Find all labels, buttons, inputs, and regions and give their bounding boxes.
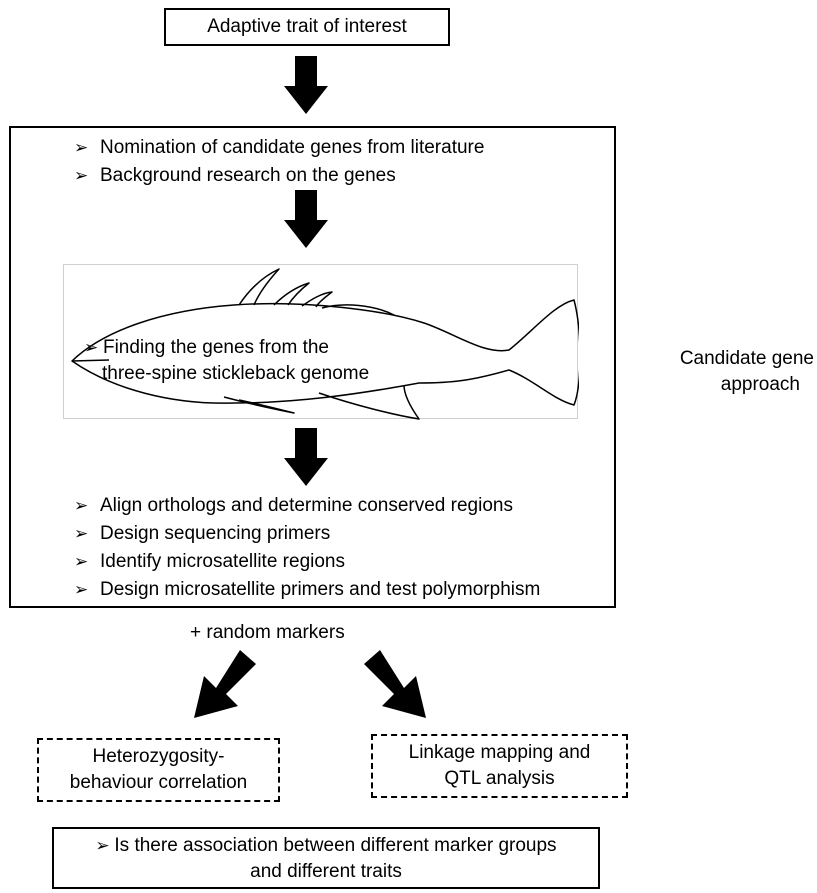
down-arrow-icon — [284, 428, 328, 486]
down-right-arrow-icon — [364, 650, 426, 718]
list-item: ➢Design microsatellite primers and test … — [70, 576, 540, 604]
arrowhead-bullet-icon: ➢ — [74, 166, 89, 185]
arrowhead-bullet-icon: ➢ — [84, 338, 103, 357]
association-line2: and different traits — [250, 861, 402, 882]
down-arrow-icon — [284, 190, 328, 248]
down-arrow-icon — [284, 56, 328, 114]
list-item: ➢Background research on the genes — [70, 162, 484, 190]
arrowhead-bullet-icon: ➢ — [74, 580, 89, 599]
adaptive-trait-label: Adaptive trait of interest — [207, 16, 407, 37]
random-markers-label: + random markers — [190, 622, 345, 643]
heterozygosity-line1: Heterozygosity- — [92, 746, 225, 767]
arrowhead-bullet-icon: ➢ — [74, 524, 89, 543]
linkage-line2: QTL analysis — [444, 768, 555, 789]
list-item: ➢Identify microsatellite regions — [70, 548, 540, 576]
arrowhead-bullet-icon: ➢ — [74, 496, 89, 515]
association-box: ➢ Is there association between different… — [52, 827, 600, 889]
candidate-gene-approach-label: Candidate gene approach — [666, 346, 814, 398]
list-item: ➢Nomination of candidate genes from lite… — [70, 134, 484, 162]
fish-panel-line2: three-spine stickleback genome — [102, 363, 370, 384]
arrowhead-bullet-icon: ➢ — [95, 836, 115, 855]
stickleback-fish-illustration — [71, 268, 579, 420]
arrowhead-bullet-icon: ➢ — [74, 138, 89, 157]
list-item: ➢Design sequencing primers — [70, 520, 540, 548]
arrowhead-bullet-icon: ➢ — [74, 552, 89, 571]
heterozygosity-box: Heterozygosity- behaviour correlation — [37, 738, 280, 802]
adaptive-trait-box: Adaptive trait of interest — [164, 8, 450, 46]
list-item: ➢Align orthologs and determine conserved… — [70, 492, 540, 520]
fish-panel-line1: Finding the genes from the — [102, 337, 329, 358]
top-bullet-list: ➢Nomination of candidate genes from lite… — [70, 134, 484, 190]
bottom-bullet-list: ➢Align orthologs and determine conserved… — [70, 492, 540, 604]
fish-panel: ➢ Finding the genes from the three-spine… — [63, 264, 579, 420]
linkage-mapping-box: Linkage mapping and QTL analysis — [371, 734, 628, 798]
down-left-arrow-icon — [194, 650, 256, 718]
side-label-line1: Candidate gene — [679, 348, 814, 369]
side-label-line2: approach — [720, 374, 800, 395]
heterozygosity-line2: behaviour correlation — [69, 772, 248, 793]
fish-panel-text: ➢ Finding the genes from the three-spine… — [72, 335, 369, 387]
association-line1: ➢ Is there association between different… — [95, 835, 557, 856]
linkage-line1: Linkage mapping and — [408, 742, 591, 763]
